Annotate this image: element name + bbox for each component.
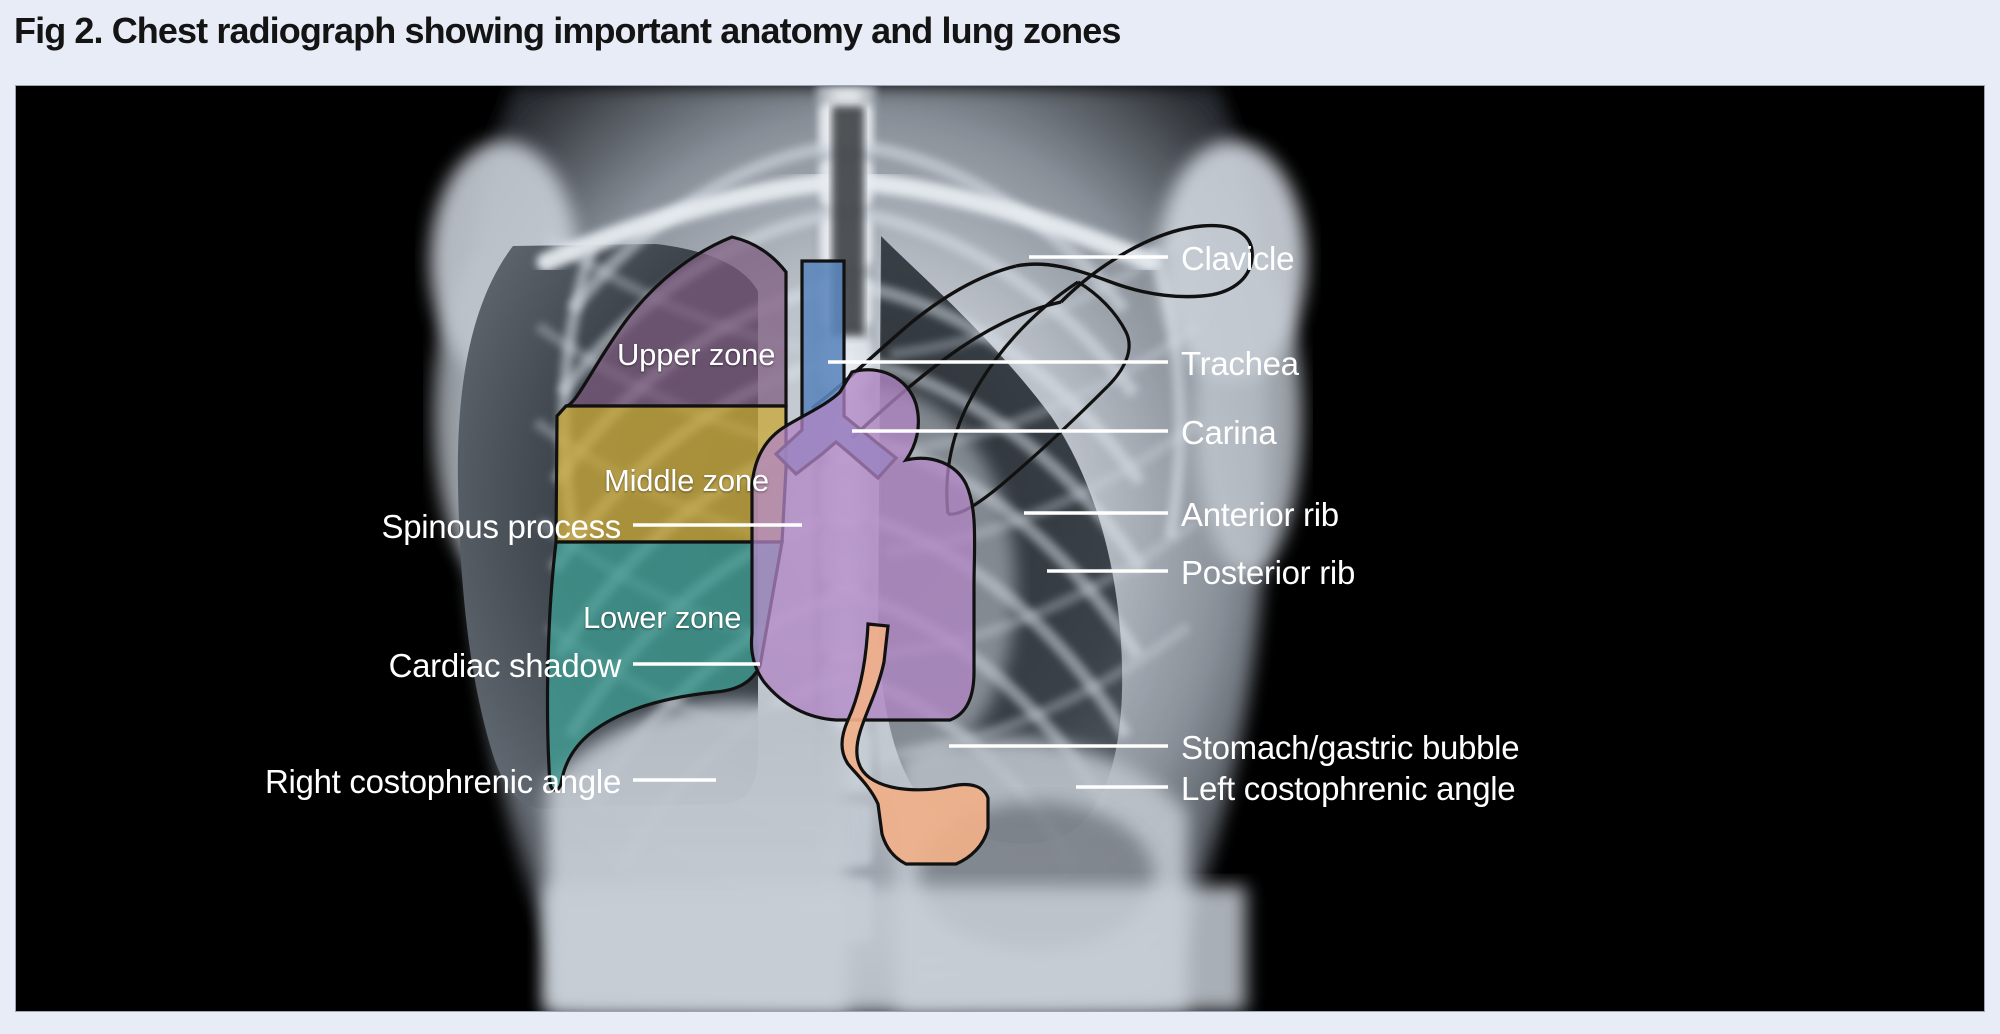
label-anterior-rib: Anterior rib bbox=[1181, 496, 1339, 533]
chest-radiograph-image bbox=[16, 86, 1984, 1011]
lower-zone-shape bbox=[545, 540, 784, 792]
zone-label-middle-zone: Middle zone bbox=[604, 463, 769, 498]
label-carina: Carina bbox=[1181, 414, 1277, 451]
stomach-shape bbox=[840, 622, 990, 866]
label-right-costophrenic-angle: Right costophrenic angle bbox=[264, 763, 621, 800]
label-cardiac-shadow: Cardiac shadow bbox=[388, 647, 622, 684]
figure-caption: Fig 2. Chest radiograph showing importan… bbox=[14, 10, 1121, 51]
upper-zone-shape bbox=[565, 235, 788, 408]
radiograph-panel: Upper zone Middle zone Lower zone Clavic… bbox=[15, 85, 1985, 1012]
label-clavicle: Clavicle bbox=[1181, 240, 1295, 277]
cardiac-shadow-shape bbox=[749, 368, 977, 722]
label-stomach-gastric-bubble: Stomach/gastric bubble bbox=[1181, 729, 1520, 766]
zone-label-lower-zone: Lower zone bbox=[583, 600, 742, 635]
zone-label-upper-zone: Upper zone bbox=[617, 337, 776, 372]
label-left-costophrenic-angle: Left costophrenic angle bbox=[1181, 770, 1516, 807]
label-spinous-process: Spinous process bbox=[381, 508, 622, 545]
label-posterior-rib: Posterior rib bbox=[1181, 554, 1355, 591]
label-trachea: Trachea bbox=[1181, 345, 1299, 382]
lung-zone-overlays bbox=[545, 235, 788, 792]
